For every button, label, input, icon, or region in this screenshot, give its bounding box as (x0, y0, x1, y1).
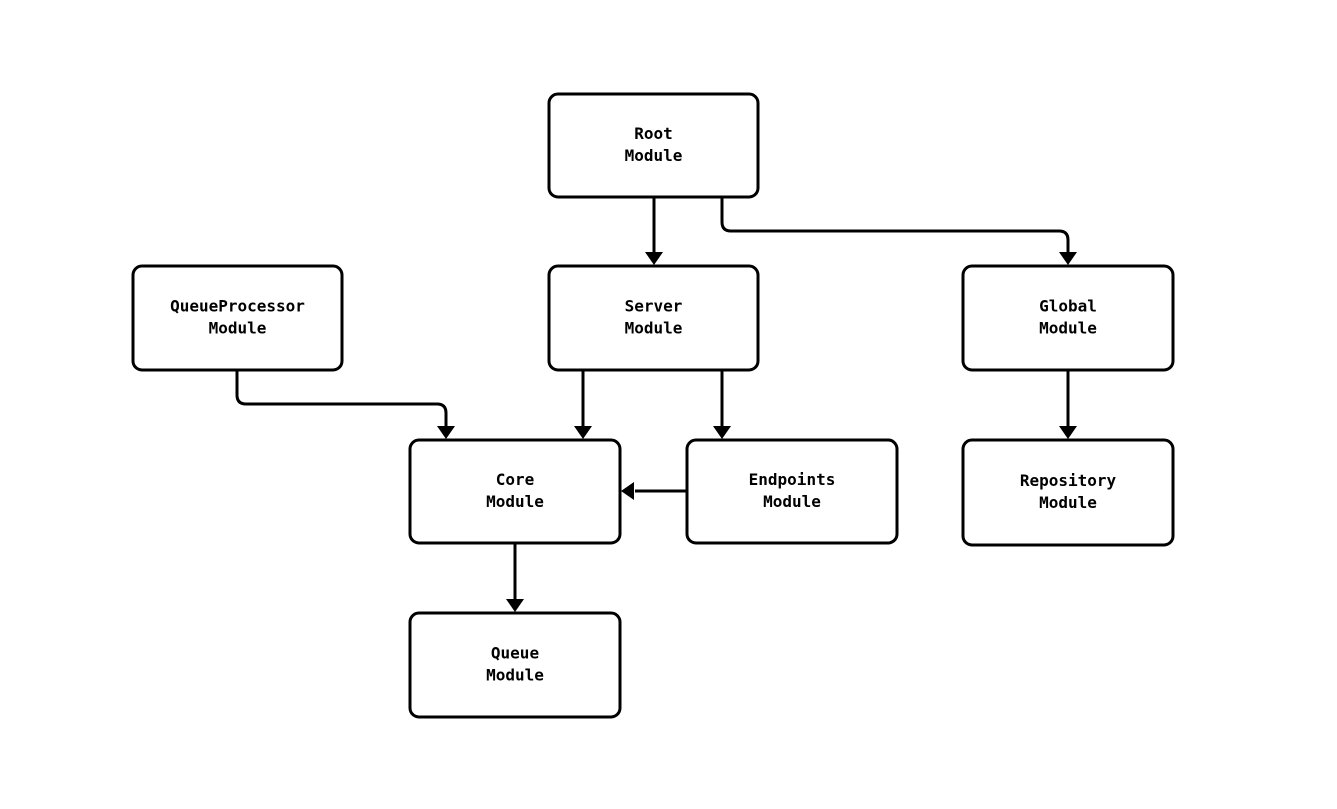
node-label-line1-queue: Queue (491, 644, 539, 663)
node-box-queueprocessor[interactable] (131, 264, 344, 372)
edge-queueprocessor-to-core (235, 370, 455, 439)
node-label-line2-repository: Module (1039, 493, 1097, 512)
node-label-line2-endpoints: Module (763, 492, 821, 511)
node-label-line1-endpoints: Endpoints (749, 470, 836, 489)
node-label-line2-queue: Module (486, 666, 544, 685)
node-box-queue[interactable] (408, 611, 622, 719)
edge-endpoints-to-core (621, 482, 687, 500)
node-box-repository[interactable] (961, 438, 1175, 547)
node-box-core[interactable] (408, 438, 622, 545)
arrow-head-root-to-global (1059, 252, 1077, 265)
node-box-server[interactable] (547, 264, 760, 372)
node-label-line2-global: Module (1039, 319, 1097, 338)
node-box-endpoints[interactable] (685, 438, 899, 545)
node-label-line1-repository: Repository (1020, 471, 1117, 490)
arrow-head-queueprocessor-to-core (437, 426, 455, 439)
edge-line-queueprocessor-to-core (235, 370, 448, 426)
arrow-head-global-to-repository (1059, 426, 1077, 439)
node-label-line2-server: Module (625, 319, 683, 338)
node-box-global[interactable] (961, 264, 1175, 372)
node-label-line1-queueprocessor: QueueProcessor (170, 297, 305, 316)
arrow-head-server-to-endpoints (713, 426, 731, 439)
edges-group (235, 197, 1077, 612)
node-label-line1-core: Core (496, 470, 535, 489)
arrow-head-server-to-core (574, 426, 592, 439)
node-label-line1-server: Server (625, 297, 683, 316)
arrow-head-root-to-server (645, 252, 663, 265)
node-label-line2-root: Module (625, 146, 683, 165)
edge-root-to-server (645, 197, 663, 265)
node-label-line2-queueprocessor: Module (209, 319, 267, 338)
nodes-group: RootModuleQueueProcessorModuleServerModu… (131, 92, 1175, 719)
edge-line-root-to-global (720, 197, 1070, 252)
edge-server-to-core (574, 370, 592, 439)
node-label-line2-core: Module (486, 492, 544, 511)
node-box-root[interactable] (547, 92, 760, 199)
arrow-head-core-to-queue (506, 599, 524, 612)
edge-server-to-endpoints (713, 370, 731, 439)
edge-global-to-repository (1059, 370, 1077, 439)
arrow-head-endpoints-to-core (621, 482, 634, 500)
edge-core-to-queue (506, 543, 524, 612)
edge-root-to-global (720, 197, 1077, 265)
node-label-line1-root: Root (634, 124, 673, 143)
node-label-line1-global: Global (1039, 297, 1097, 316)
